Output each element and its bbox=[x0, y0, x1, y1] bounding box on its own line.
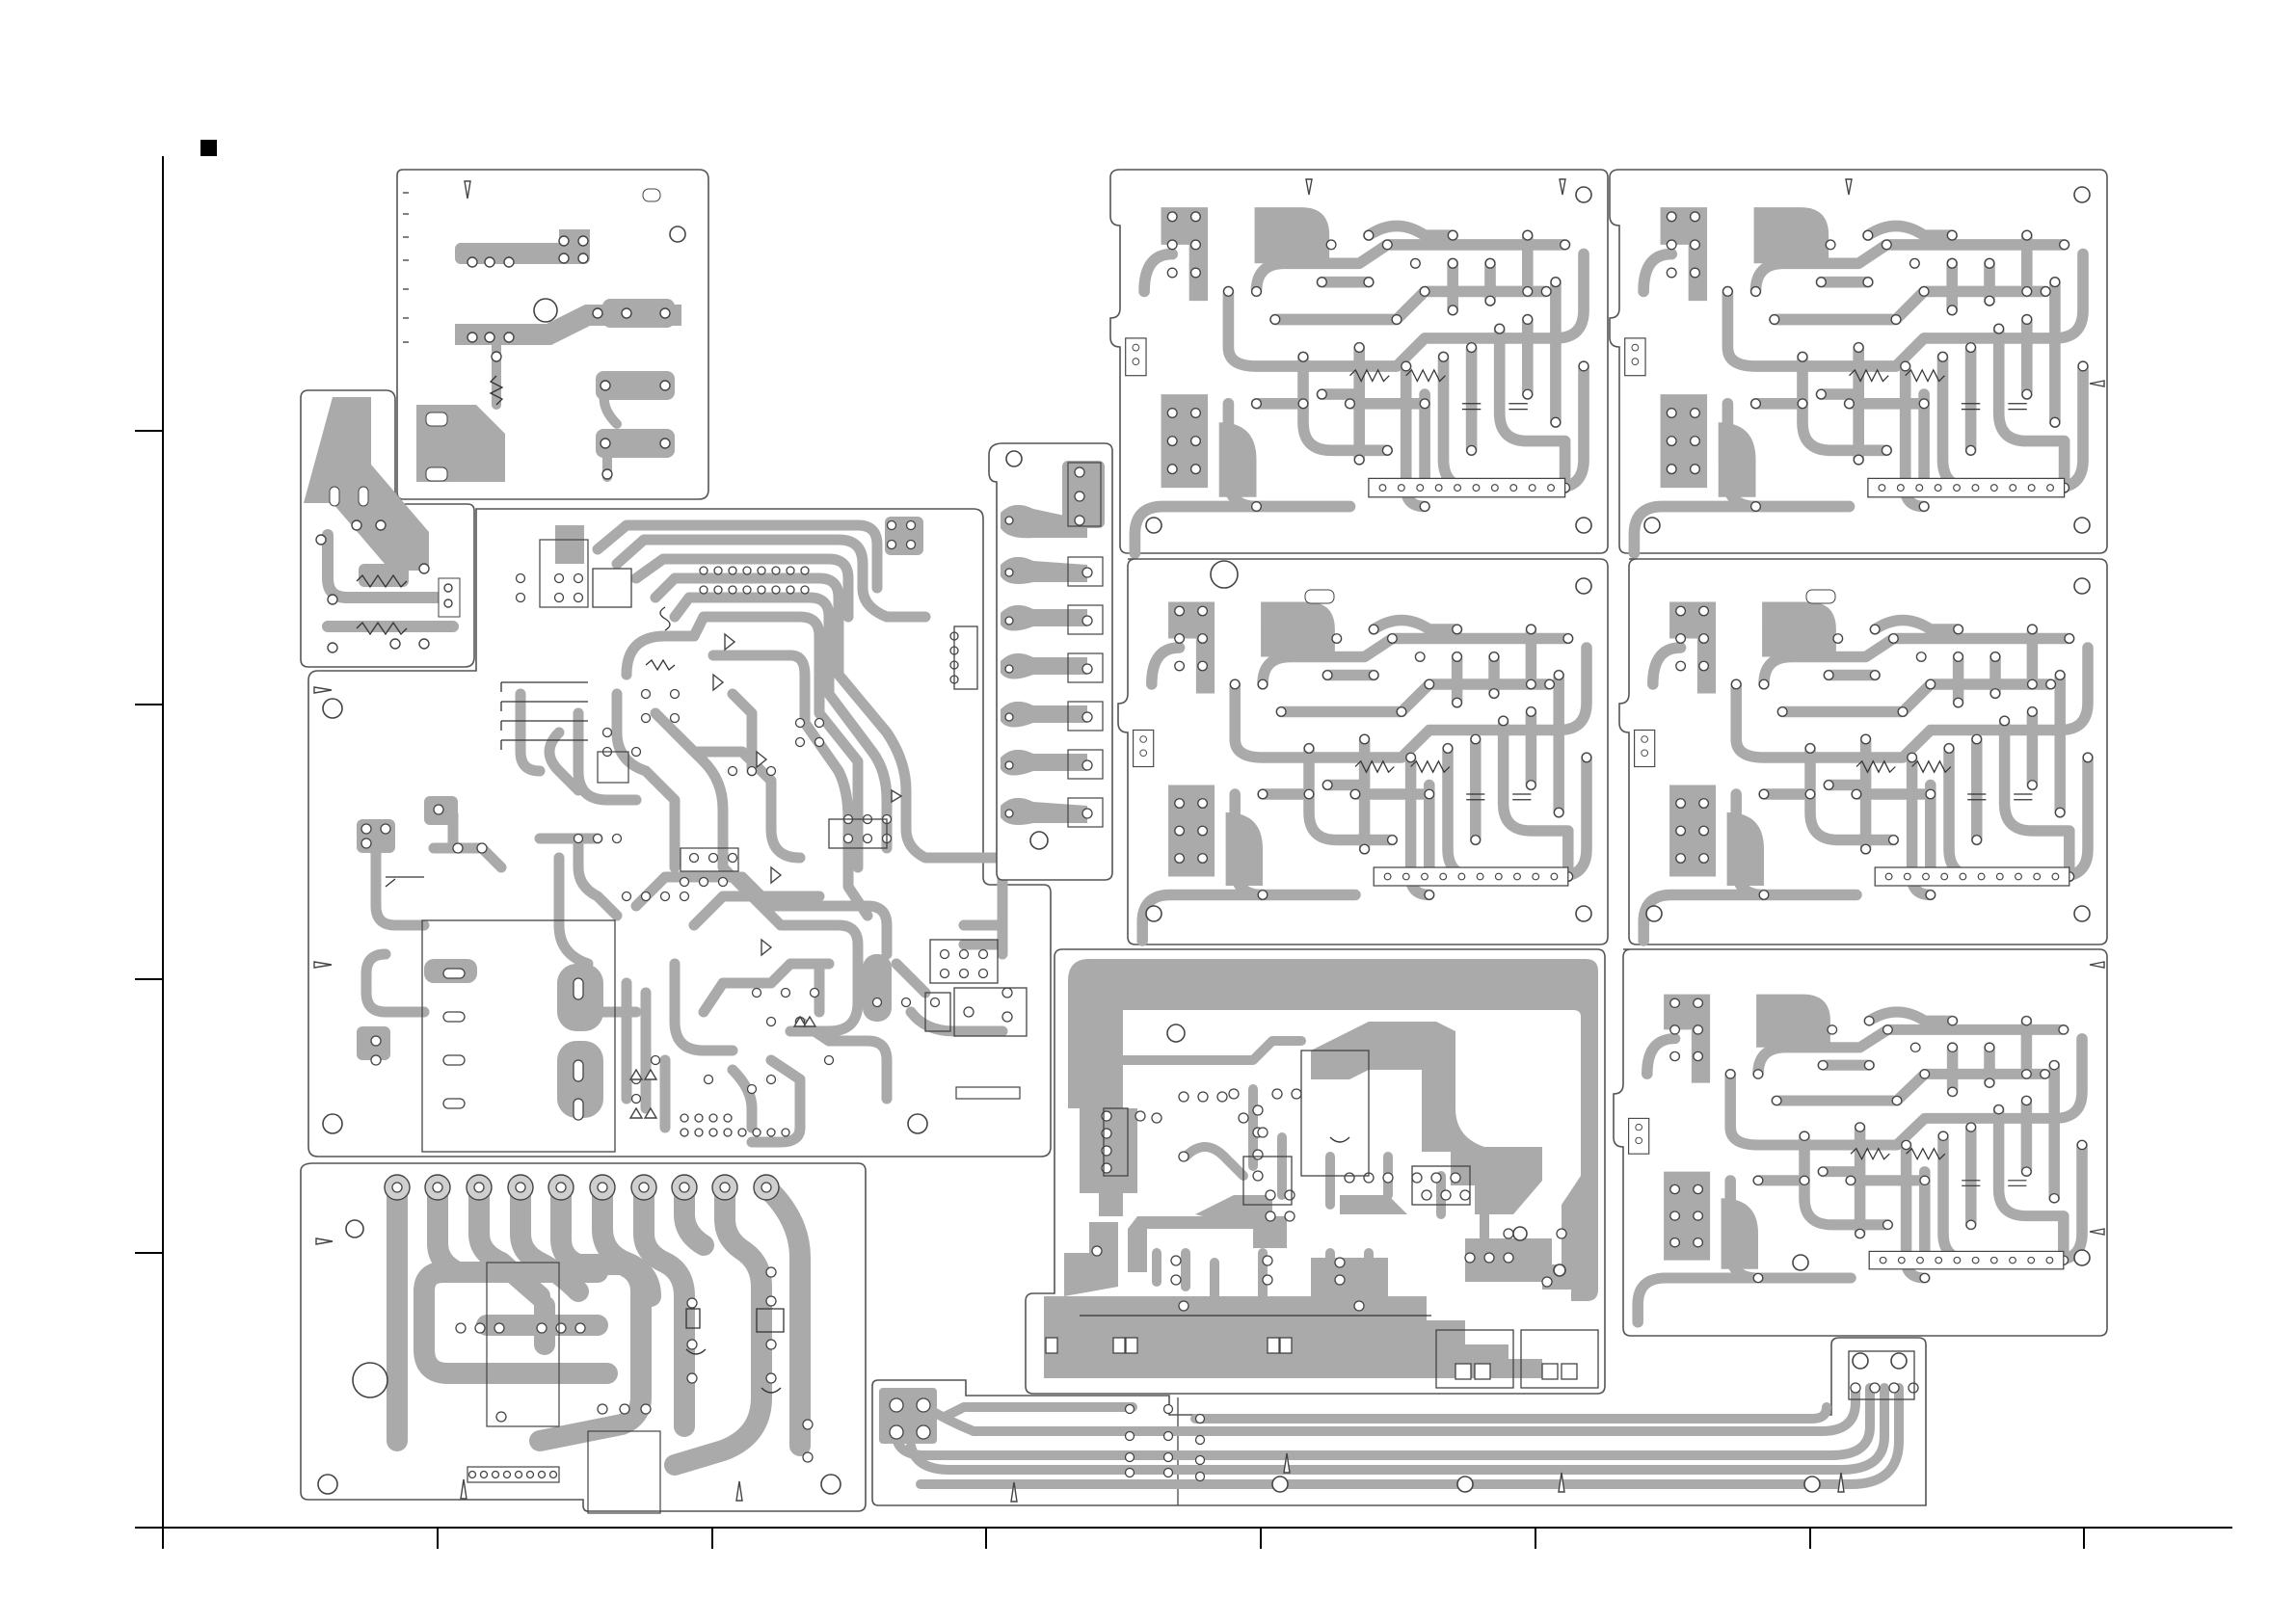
row-ticks bbox=[135, 431, 163, 1253]
board-top-connector bbox=[397, 170, 708, 499]
board-amp-4 bbox=[1619, 559, 2107, 945]
board-amp-1 bbox=[1110, 170, 1608, 553]
board-terminal-bottom-left bbox=[301, 1163, 866, 1513]
board-jack-strip bbox=[989, 443, 1112, 880]
column-ticks bbox=[163, 1528, 2084, 1549]
board-center-power bbox=[1026, 949, 1605, 1394]
board-amp-3 bbox=[1118, 559, 1608, 945]
legend-marker bbox=[200, 140, 217, 156]
board-amp-5 bbox=[1614, 949, 2107, 1336]
board-amp-2 bbox=[1610, 170, 2107, 553]
